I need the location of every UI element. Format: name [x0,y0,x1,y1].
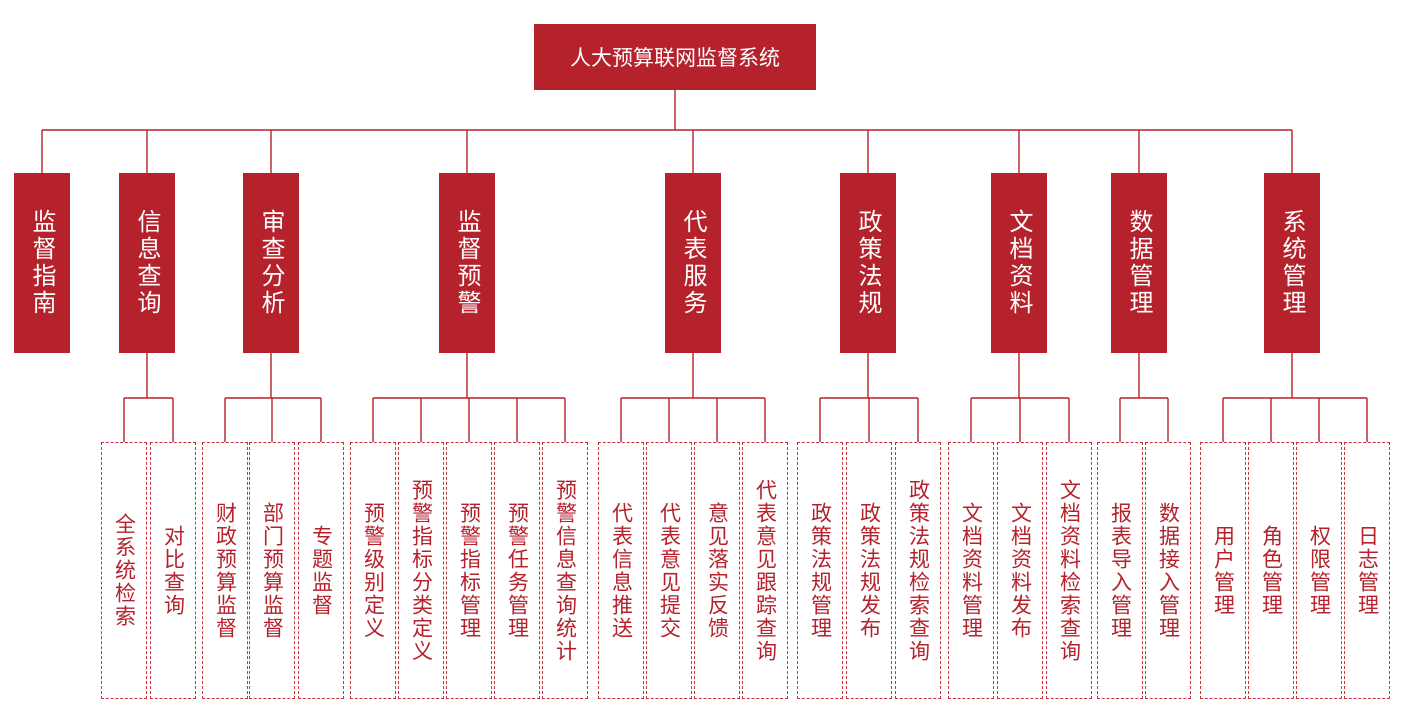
leaf-8-2: 权限管理 [1296,442,1342,699]
leaf-label: 政策法规检索查询 [906,478,931,663]
leaf-label: 预警任务管理 [505,501,530,640]
leaf-label: 权限管理 [1307,524,1332,617]
module-label: 系统管理 [1278,209,1306,317]
leaf-6-1: 文档资料发布 [997,442,1043,699]
leaf-8-0: 用户管理 [1200,442,1246,699]
leaf-5-1: 政策法规发布 [846,442,892,699]
module-2: 审查分析 [243,173,299,353]
module-label: 审查分析 [257,209,285,317]
leaf-label: 预警指标分类定义 [409,478,434,663]
leaf-4-0: 代表信息推送 [598,442,644,699]
leaf-label: 对比查询 [161,524,186,617]
root-node: 人大预算联网监督系统 [534,24,816,90]
leaf-2-0: 财政预算监督 [202,442,248,699]
leaf-3-2: 预警指标管理 [446,442,492,699]
leaf-1-1: 对比查询 [150,442,196,699]
leaf-6-2: 文档资料检索查询 [1046,442,1092,699]
leaf-8-1: 角色管理 [1248,442,1294,699]
leaf-3-4: 预警信息查询统计 [542,442,588,699]
leaf-label: 全系统检索 [112,513,137,628]
leaf-label: 报表导入管理 [1108,501,1133,640]
leaf-label: 角色管理 [1259,524,1284,617]
module-label: 数据管理 [1125,209,1153,317]
leaf-label: 部门预算监督 [260,501,285,640]
leaf-label: 数据接入管理 [1156,501,1181,640]
leaf-3-3: 预警任务管理 [494,442,540,699]
leaf-label: 预警信息查询统计 [553,478,578,663]
leaf-label: 文档资料检索查询 [1057,478,1082,663]
leaf-4-2: 意见落实反馈 [694,442,740,699]
module-label: 政策法规 [854,209,882,317]
module-5: 政策法规 [840,173,896,353]
leaf-1-0: 全系统检索 [101,442,147,699]
leaf-label: 意见落实反馈 [705,501,730,640]
leaf-label: 政策法规管理 [808,501,833,640]
leaf-label: 财政预算监督 [213,501,238,640]
module-label: 信息查询 [133,209,161,317]
leaf-label: 日志管理 [1355,524,1380,617]
leaf-2-1: 部门预算监督 [249,442,295,699]
leaf-label: 代表信息推送 [609,501,634,640]
leaf-3-1: 预警指标分类定义 [398,442,444,699]
module-label: 代表服务 [679,209,707,317]
leaf-6-0: 文档资料管理 [948,442,994,699]
module-4: 代表服务 [665,173,721,353]
module-0: 监督指南 [14,173,70,353]
module-3: 监督预警 [439,173,495,353]
leaf-7-1: 数据接入管理 [1145,442,1191,699]
leaf-label: 代表意见提交 [657,501,682,640]
leaf-label: 预警级别定义 [361,501,386,640]
leaf-label: 文档资料发布 [1008,501,1033,640]
leaf-3-0: 预警级别定义 [350,442,396,699]
leaf-7-0: 报表导入管理 [1097,442,1143,699]
module-6: 文档资料 [991,173,1047,353]
leaf-label: 政策法规发布 [857,501,882,640]
leaf-8-3: 日志管理 [1344,442,1390,699]
leaf-5-2: 政策法规检索查询 [895,442,941,699]
module-label: 监督指南 [28,209,56,317]
module-1: 信息查询 [119,173,175,353]
module-8: 系统管理 [1264,173,1320,353]
leaf-4-1: 代表意见提交 [646,442,692,699]
leaf-2-2: 专题监督 [298,442,344,699]
module-label: 监督预警 [453,209,481,317]
root-title: 人大预算联网监督系统 [570,46,780,70]
leaf-5-0: 政策法规管理 [797,442,843,699]
leaf-label: 用户管理 [1211,524,1236,617]
leaf-label: 文档资料管理 [959,501,984,640]
leaf-4-3: 代表意见跟踪查询 [742,442,788,699]
module-label: 文档资料 [1005,209,1033,317]
leaf-label: 代表意见跟踪查询 [753,478,778,663]
module-7: 数据管理 [1111,173,1167,353]
leaf-label: 专题监督 [309,524,334,617]
leaf-label: 预警指标管理 [457,501,482,640]
